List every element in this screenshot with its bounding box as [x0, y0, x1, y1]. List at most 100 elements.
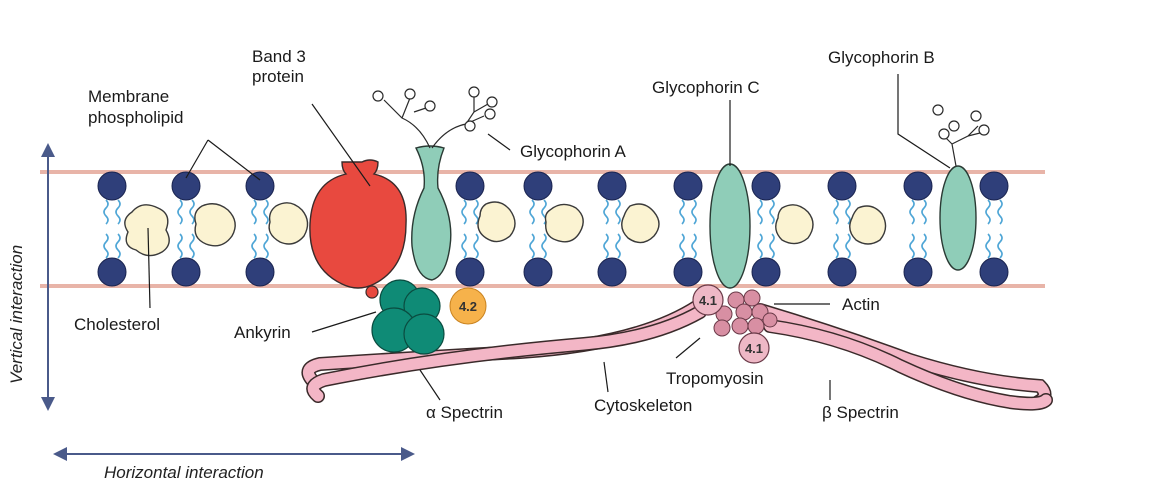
lipid-tail: [115, 199, 121, 225]
lipid-tail: [541, 233, 547, 259]
lipid-tail: [529, 233, 535, 259]
cholesterol-label: Cholesterol: [74, 315, 160, 334]
ankyrin-label: Ankyrin: [234, 323, 291, 342]
protein-4-1-bottom-label: 4.1: [745, 341, 763, 356]
cholesterol-molecule: [544, 203, 584, 243]
cholesterol-group: [124, 201, 887, 257]
band3-protein: [309, 159, 407, 299]
phospholipid-head: [673, 257, 703, 287]
lipid-tail: [997, 233, 1003, 259]
lipid-tail: [177, 233, 183, 259]
phospholipid-head: [673, 171, 703, 201]
cholesterol-molecule: [849, 205, 887, 245]
lipid-tail: [845, 199, 851, 225]
phospholipid-head: [597, 257, 627, 287]
lipid-tail: [769, 233, 775, 259]
lipid-tail: [679, 233, 685, 259]
lipid-tail: [189, 199, 195, 225]
lipid-tail: [757, 199, 763, 225]
lipid-tail: [997, 199, 1003, 225]
phospholipid-head: [979, 171, 1009, 201]
ankyrin-protein: [371, 279, 445, 355]
membrane-bilayer: [40, 170, 1045, 288]
lipid-tail: [263, 199, 269, 225]
band3-label-line2: protein: [252, 67, 304, 86]
phospholipid-head: [245, 171, 275, 201]
lipid-tail: [177, 199, 183, 225]
lipid-tail: [251, 233, 257, 259]
lipid-tail: [769, 199, 775, 225]
lipid-tail: [189, 233, 195, 259]
cholesterol-molecule: [477, 201, 516, 243]
phospholipid-head: [97, 257, 127, 287]
phospholipid-head: [827, 171, 857, 201]
phospholipid-head: [751, 171, 781, 201]
glycophorin-a-sugar-chains: [372, 86, 498, 149]
actin-junction: [713, 289, 778, 337]
glycophorin-b-sugar-chains: [932, 104, 990, 167]
lipid-tail: [615, 233, 621, 259]
alpha-spectrin-label: α Spectrin: [426, 403, 503, 422]
glycophorin-a-label: Glycophorin A: [520, 142, 626, 161]
lipid-tail: [691, 199, 697, 225]
actin-label: Actin: [842, 295, 880, 314]
phospholipid-head: [523, 257, 553, 287]
horizontal-interaction-label: Horizontal interaction: [104, 463, 264, 482]
protein-4-1-top: 4.1: [692, 284, 724, 316]
phospholipid-head: [827, 257, 857, 287]
lipid-tail: [757, 233, 763, 259]
lipid-tail: [103, 199, 109, 225]
labels: Band 3 protein Membrane phospholipid Gly…: [74, 47, 935, 422]
lipid-tail: [921, 199, 927, 225]
phospholipid-head: [171, 257, 201, 287]
leader-lines: [147, 74, 951, 401]
glycophorin-a: [372, 86, 498, 281]
lipid-tail: [691, 233, 697, 259]
band3-label-line1: Band 3: [252, 47, 306, 66]
lipid-tail: [529, 199, 535, 225]
protein-4-1-top-label: 4.1: [699, 293, 717, 308]
beta-spectrin-label: β Spectrin: [822, 403, 899, 422]
glycophorin-b-label: Glycophorin B: [828, 48, 935, 67]
phospholipid-head: [979, 257, 1009, 287]
lipid-tail: [833, 233, 839, 259]
cholesterol-molecule: [775, 204, 814, 245]
glycophorin-c-label: Glycophorin C: [652, 78, 760, 97]
phospholipid-head: [903, 171, 933, 201]
cholesterol-molecule: [268, 202, 309, 245]
protein-4-2: 4.2: [449, 287, 487, 325]
lipid-tail: [679, 199, 685, 225]
lipid-tail: [921, 233, 927, 259]
lipid-tail: [461, 199, 467, 225]
vertical-interaction-label: Vertical interaction: [7, 245, 26, 384]
membrane-phospholipid-label-line2: phospholipid: [88, 108, 183, 127]
phospholipid-head: [455, 171, 485, 201]
vertical-interaction-axis: Vertical interaction: [7, 143, 55, 411]
cholesterol-molecule: [621, 203, 660, 244]
lipid-tail: [103, 233, 109, 259]
lipid-tail: [845, 233, 851, 259]
lipid-tail: [909, 233, 915, 259]
cholesterol-molecule: [194, 203, 236, 247]
phospholipid-head: [751, 257, 781, 287]
lipid-tail: [115, 233, 121, 259]
phospholipid-heads: [97, 171, 1009, 287]
glycophorin-c: [709, 163, 751, 289]
phospholipid-head: [597, 171, 627, 201]
lipid-tail: [473, 233, 479, 259]
protein-4-2-label: 4.2: [459, 299, 477, 314]
phospholipid-head: [523, 171, 553, 201]
horizontal-interaction-axis: Horizontal interaction: [53, 447, 415, 482]
cytoskeleton-label: Cytoskeleton: [594, 396, 692, 415]
lipid-tail: [985, 199, 991, 225]
lipid-tail: [985, 233, 991, 259]
cholesterol-molecule: [124, 204, 170, 257]
spectrin-network: [301, 299, 1053, 411]
phospholipid-head: [245, 257, 275, 287]
tropomyosin-label: Tropomyosin: [666, 369, 764, 388]
lipid-tails: [103, 199, 1003, 259]
lipid-tail: [251, 199, 257, 225]
lipid-tail: [909, 199, 915, 225]
glycophorin-b: [932, 104, 990, 271]
